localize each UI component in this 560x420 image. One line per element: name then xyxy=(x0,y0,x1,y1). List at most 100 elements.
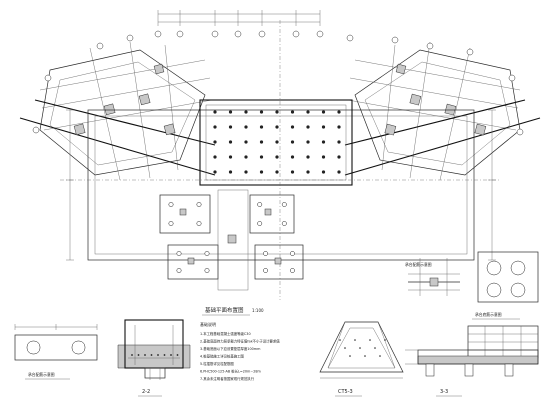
pile-dot xyxy=(290,140,295,144)
rebar-dot xyxy=(384,339,386,341)
note-line: 3.基础底面以下应设置垫层厚度100mm xyxy=(200,346,261,351)
left-detail-title: 承台配筋示意图 xyxy=(28,372,55,377)
cap-pile xyxy=(196,221,202,226)
top-dimension-lines xyxy=(157,10,321,26)
pile-dot xyxy=(228,140,233,144)
rebar-dot xyxy=(349,355,351,357)
rebar-dot xyxy=(131,354,133,356)
pile-dot xyxy=(337,155,341,159)
right-section-detail: 承台配筋示意图 xyxy=(405,251,539,303)
right-mid-detail: 承台底筋示意图 xyxy=(467,312,539,359)
cap-pile xyxy=(263,251,269,256)
rebar-dot xyxy=(339,339,341,341)
right-mid-title: 承台底筋示意图 xyxy=(475,312,502,317)
left-wing xyxy=(19,41,216,181)
pile-dot xyxy=(213,170,217,174)
rebar-dot xyxy=(176,354,179,356)
pile-dot xyxy=(275,170,279,174)
cap-piles xyxy=(168,202,295,273)
foundation-plan: 基础平面布置图 1:100 xyxy=(19,10,541,316)
cap-pile xyxy=(289,251,295,256)
note-line: 5.柱插筋详见柱配筋图 xyxy=(200,361,234,366)
pile-dot xyxy=(275,110,279,114)
pile-dot xyxy=(290,170,295,174)
cap-pile xyxy=(281,221,287,226)
central-raft xyxy=(60,20,500,300)
pile-dot xyxy=(244,170,248,174)
rebar-dot xyxy=(364,355,366,357)
pile-dot xyxy=(306,140,310,144)
pile-dot xyxy=(259,125,264,129)
plan-title: 基础平面布置图 xyxy=(205,306,244,314)
grid-bubbles-top xyxy=(32,30,524,136)
section-ct-label: CT5-3 xyxy=(338,389,353,395)
pile-dot xyxy=(228,170,233,174)
rebar-dot xyxy=(369,339,371,341)
rebar-dot xyxy=(344,347,346,349)
cap-pile xyxy=(257,221,263,226)
pile-dot xyxy=(213,140,217,144)
pile-dot xyxy=(244,155,248,159)
pile-dot xyxy=(306,110,310,114)
pile-dot xyxy=(337,140,341,144)
section-3-label: 3-3 xyxy=(440,389,448,395)
note-line: 2.基础底面持力层承载力特征值fak不小于设计要求值 xyxy=(200,339,280,344)
pile-dot xyxy=(306,155,310,159)
cap-pile xyxy=(281,202,287,207)
pile-dot xyxy=(259,155,264,159)
pile-dot xyxy=(228,155,233,159)
notes-title: 基础说明 xyxy=(200,321,216,327)
right-wing xyxy=(344,41,541,181)
rebar-dot xyxy=(163,354,166,356)
pile-dot xyxy=(213,125,217,129)
pile-dot xyxy=(321,155,326,159)
notes-block: 基础说明 1.本工程基础混凝土强度等级C30 2.基础底面持力层承载力特征值fak… xyxy=(200,321,280,381)
rebar-dot xyxy=(170,354,172,356)
rebar-dot xyxy=(359,347,361,349)
cap-pile xyxy=(263,268,269,273)
pile-dot xyxy=(321,140,326,144)
side-dimensions xyxy=(66,109,496,261)
lower-pile-caps xyxy=(159,189,304,291)
cap-pile xyxy=(176,251,182,256)
pile-dot xyxy=(321,170,326,174)
ct-detail: CT5-3 xyxy=(319,321,404,397)
pile-dot xyxy=(213,110,217,114)
cap-pile xyxy=(168,221,174,226)
pile-dot xyxy=(213,155,217,159)
pile-dot xyxy=(321,110,326,114)
note-line: 7.其余未注明者按国家现行规范执行 xyxy=(200,376,255,381)
pile-dot xyxy=(275,125,279,129)
pile-dot xyxy=(228,125,233,129)
pile-dot xyxy=(290,125,295,129)
rebar-dot xyxy=(379,355,381,357)
rebar-dot xyxy=(354,339,356,341)
cap-pile xyxy=(257,202,263,207)
pile-dot xyxy=(321,125,326,129)
note-line: 1.本工程基础混凝土强度等级C30 xyxy=(200,331,251,336)
pile-dot xyxy=(244,140,248,144)
pile-dot xyxy=(259,110,264,114)
rebar-dot xyxy=(374,347,376,349)
cap-pile xyxy=(176,268,182,273)
pile-dot xyxy=(228,110,233,114)
section-2-label: 2-2 xyxy=(142,389,150,395)
note-line: 4.桩基础施工详见桩基施工图 xyxy=(200,354,245,359)
pile-dot xyxy=(290,110,295,114)
rebar-dot xyxy=(137,354,140,356)
pile-dot xyxy=(290,155,295,159)
note-line: 6.PHC500-125-AB 桩长L=20m~28m xyxy=(200,369,262,374)
section-3-3: 3-3 xyxy=(405,349,539,397)
pile-dot xyxy=(337,170,341,174)
section-2-2: 2-2 xyxy=(117,319,191,397)
pile-dot xyxy=(306,170,310,174)
pile-dot xyxy=(244,110,248,114)
plan-scale: 1:100 xyxy=(252,308,264,313)
rebar-dot xyxy=(144,354,146,356)
pile-dot xyxy=(337,110,341,114)
right-top-title: 承台配筋示意图 xyxy=(405,262,432,267)
pile-dot xyxy=(275,155,279,159)
cap-pile xyxy=(289,268,295,273)
cap-pile xyxy=(168,202,174,207)
